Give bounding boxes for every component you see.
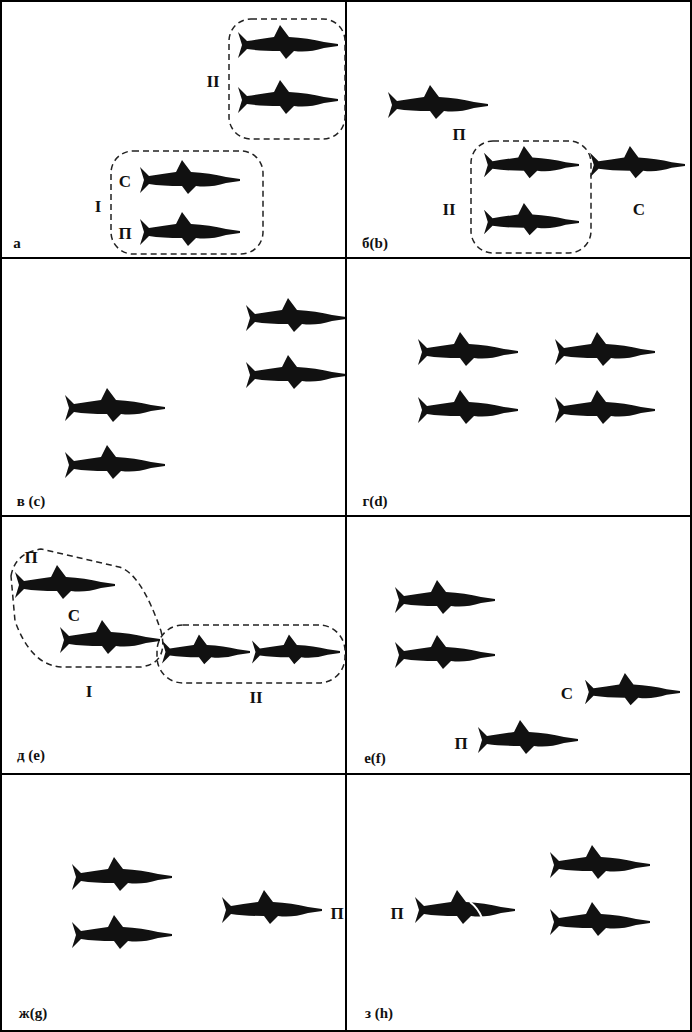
- dolphin: [222, 890, 322, 924]
- dolphin: [60, 620, 160, 654]
- dolphin-label: II: [249, 689, 262, 706]
- dolphin-group: П С I: [6, 541, 176, 701]
- dolphin: [478, 720, 578, 754]
- dolphin-label: П: [454, 735, 467, 752]
- dolphin-label: П: [24, 549, 37, 566]
- dolphin: [585, 673, 680, 705]
- dolphin: [140, 212, 240, 246]
- figure-panel: д (e)ПСIII: [0, 516, 346, 774]
- dolphin: [484, 203, 579, 235]
- dolphin-label: С: [561, 685, 573, 702]
- dolphin: [252, 634, 340, 664]
- dolphin: [418, 332, 518, 366]
- figure-panel: г(d): [346, 258, 692, 516]
- figure-panel: аIIIСП: [0, 0, 346, 258]
- panel-letter: з (h): [365, 1006, 393, 1021]
- dolphin: [555, 332, 655, 366]
- dolphin-label: С: [633, 201, 645, 218]
- dashed-outline: [157, 625, 345, 683]
- figure-panel: П Сб(b) II: [346, 0, 692, 258]
- dolphin: [550, 845, 650, 879]
- dashed-outline: [229, 19, 345, 139]
- panel-letter: д (e): [17, 748, 45, 763]
- dolphin-mark: [470, 902, 482, 918]
- dolphin-label: II: [206, 73, 219, 90]
- panel-letter: е(f): [364, 751, 386, 766]
- figure-panel: в (c): [0, 258, 346, 516]
- dolphin-group: IСП: [109, 149, 265, 257]
- dashed-outline: [471, 141, 591, 253]
- dashed-outline: [11, 549, 163, 667]
- dolphin: [550, 902, 650, 936]
- dolphin: [15, 565, 115, 599]
- dolphin: [238, 80, 338, 114]
- dolphin-label: П: [330, 905, 343, 922]
- dolphin: [418, 390, 518, 424]
- dolphin: [72, 857, 172, 891]
- dolphin-label: I: [86, 683, 93, 700]
- dolphin: [246, 298, 346, 332]
- dolphin: [395, 635, 495, 669]
- panel-letter: г(d): [362, 494, 387, 509]
- dashed-outline: [111, 151, 263, 254]
- dolphin: [484, 146, 579, 178]
- dolphin: [140, 160, 240, 194]
- figure-panel: С Пе(f): [346, 516, 692, 774]
- dolphin-label: С: [68, 607, 80, 624]
- dolphin: [246, 355, 346, 389]
- panel-letter: б(b): [362, 236, 388, 251]
- dolphin-label: С: [119, 173, 131, 190]
- dolphin: [72, 915, 172, 949]
- dolphin: [590, 146, 685, 178]
- figure-panel: Пж(g): [0, 774, 346, 1032]
- dolphin: [65, 388, 165, 422]
- dolphin-label: П: [118, 225, 131, 242]
- dolphin-label: II: [442, 201, 455, 218]
- dolphin-group: II: [471, 141, 593, 255]
- dolphin: [415, 890, 515, 924]
- panel-letter: ж(g): [19, 1006, 47, 1021]
- dolphin-group: II: [155, 621, 345, 685]
- dolphin-group: II: [227, 17, 347, 141]
- panel-letter: в (c): [17, 494, 46, 509]
- panel-letter: а: [13, 236, 21, 251]
- dolphin: [162, 634, 250, 664]
- dolphin: [555, 390, 655, 424]
- dolphin-label: П: [390, 905, 403, 922]
- dolphin-label: I: [95, 198, 102, 215]
- dolphin-label: П: [452, 126, 465, 143]
- dolphin: [395, 580, 495, 614]
- dolphin: [388, 85, 488, 119]
- dolphin: [65, 445, 165, 479]
- dolphin: [238, 25, 338, 59]
- figure-panel: Пз (h): [346, 774, 692, 1032]
